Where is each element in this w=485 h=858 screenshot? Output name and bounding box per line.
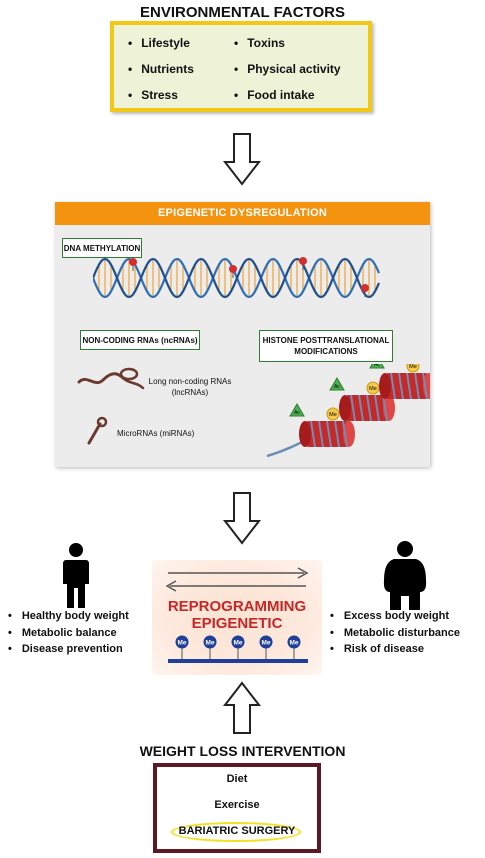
acetyl-tag-icon: Ac: [329, 377, 345, 391]
lncrna-text: Long non-coding RNAs (lncRNAs): [135, 376, 245, 398]
epigenetic-reprogramming-box: REPROGRAMMING EPIGENETIC Me Me Me Me Me: [152, 560, 322, 675]
weight-loss-intervention-box: Diet Exercise BARIATRIC SURGERY: [153, 763, 321, 853]
lncrna-icon: [77, 367, 145, 390]
methylated-dna-icon: Me Me Me Me Me: [168, 635, 308, 663]
methyl-mark-icon: [229, 265, 237, 278]
histone-label-line1: HISTONE POSTTRANSLATIONAL: [262, 336, 390, 345]
weight-loss-intervention-title: WEIGHT LOSS INTERVENTION: [139, 743, 346, 759]
healthy-item: Healthy body weight: [8, 608, 129, 625]
lncrna-text-line2: (lncRNAs): [171, 388, 209, 397]
up-arrow-icon: [222, 681, 262, 734]
unhealthy-outcomes-list: Excess body weight Metabolic disturbance…: [330, 608, 460, 658]
methyl-tag-icon: Me: [366, 381, 380, 395]
down-arrow-icon: [222, 492, 262, 545]
environmental-factors-title: ENVIRONMENTAL FACTORS: [139, 4, 345, 21]
intervention-exercise: Exercise: [214, 799, 260, 811]
bidirectional-arrows-icon: [166, 567, 309, 592]
healthy-person-icon: [63, 543, 89, 608]
methyl-pin-label: Me: [261, 640, 270, 647]
env-item-physical-activity: Physical activity: [234, 62, 340, 76]
acetyl-tag-icon: Ac: [289, 403, 305, 417]
lncrna-text-line1: Long non-coding RNAs: [148, 377, 232, 386]
intervention-diet: Diet: [226, 773, 248, 785]
healthy-item: Metabolic balance: [8, 625, 129, 642]
methyl-mark-icon: [299, 257, 307, 270]
env-item-lifestyle: Lifestyle: [128, 36, 190, 50]
dna-methylation-label: DNA METHYLATION: [62, 238, 142, 258]
env-item-toxins: Toxins: [234, 36, 285, 50]
methyl-tag-label: Me: [369, 386, 377, 392]
histone-modifications-label: HISTONE POSTTRANSLATIONAL MODIFICATIONS: [259, 330, 393, 362]
reprogramming-text-line1: REPROGRAMMING: [167, 598, 307, 615]
methyl-mark-icon: [361, 284, 369, 297]
healthy-item: Disease prevention: [8, 641, 129, 658]
nucleosome-icon: Ac Me: [289, 403, 355, 448]
mirna-icon: [87, 416, 108, 445]
methyl-tag-icon: Me: [326, 407, 340, 421]
unhealthy-item: Metabolic disturbance: [330, 625, 460, 642]
mirna-text: MicroRNAs (miRNAs): [117, 429, 195, 438]
methyl-pin-icon: Me: [231, 635, 245, 659]
methyl-tag-label: Me: [409, 364, 417, 370]
methyl-pin-icon: Me: [259, 635, 273, 659]
methyl-pin-icon: Me: [203, 635, 217, 659]
down-arrow-icon: [222, 133, 262, 186]
methyl-pin-icon: Me: [175, 635, 189, 659]
methyl-tag-icon: Me: [406, 364, 420, 373]
acetyl-tag-icon: Ac: [369, 364, 385, 369]
reprogramming-text-line2: EPIGENETIC: [191, 615, 283, 632]
methyl-pin-label: Me: [177, 640, 186, 647]
epigenetic-dysregulation-panel: EPIGENETIC DYSREGULATION DNA METHYLATION…: [55, 202, 430, 467]
unhealthy-item: Excess body weight: [330, 608, 460, 625]
healthy-outcomes-list: Healthy body weight Metabolic balance Di…: [8, 608, 129, 658]
methyl-pin-icon: Me: [287, 635, 301, 659]
methyl-pin-label: Me: [233, 640, 242, 647]
panel-header: EPIGENETIC DYSREGULATION: [55, 202, 430, 225]
methyl-pin-label: Me: [205, 640, 214, 647]
intervention-bariatric-surgery: BARIATRIC SURGERY: [178, 825, 296, 837]
ncrna-label: NON-CODING RNAs (ncRNAs): [80, 330, 200, 350]
env-item-stress: Stress: [128, 88, 178, 102]
unhealthy-item: Risk of disease: [330, 641, 460, 658]
acetyl-tag-label: Ac: [294, 410, 300, 416]
methyl-mark-icon: [129, 258, 137, 271]
acetyl-tag-label: Ac: [374, 364, 380, 368]
env-item-nutrients: Nutrients: [128, 62, 194, 76]
histone-label-line2: MODIFICATIONS: [294, 347, 358, 356]
methyl-tag-label: Me: [329, 412, 337, 418]
env-item-food-intake: Food intake: [234, 88, 314, 102]
bariatric-highlight-ellipse: [171, 822, 301, 842]
environmental-factors-box: Lifestyle Toxins Nutrients Physical acti…: [110, 21, 372, 112]
acetyl-tag-label: Ac: [334, 384, 340, 390]
overweight-person-icon: [383, 541, 427, 610]
methyl-pin-label: Me: [289, 640, 298, 647]
dna-helix-illustration: [93, 257, 381, 299]
